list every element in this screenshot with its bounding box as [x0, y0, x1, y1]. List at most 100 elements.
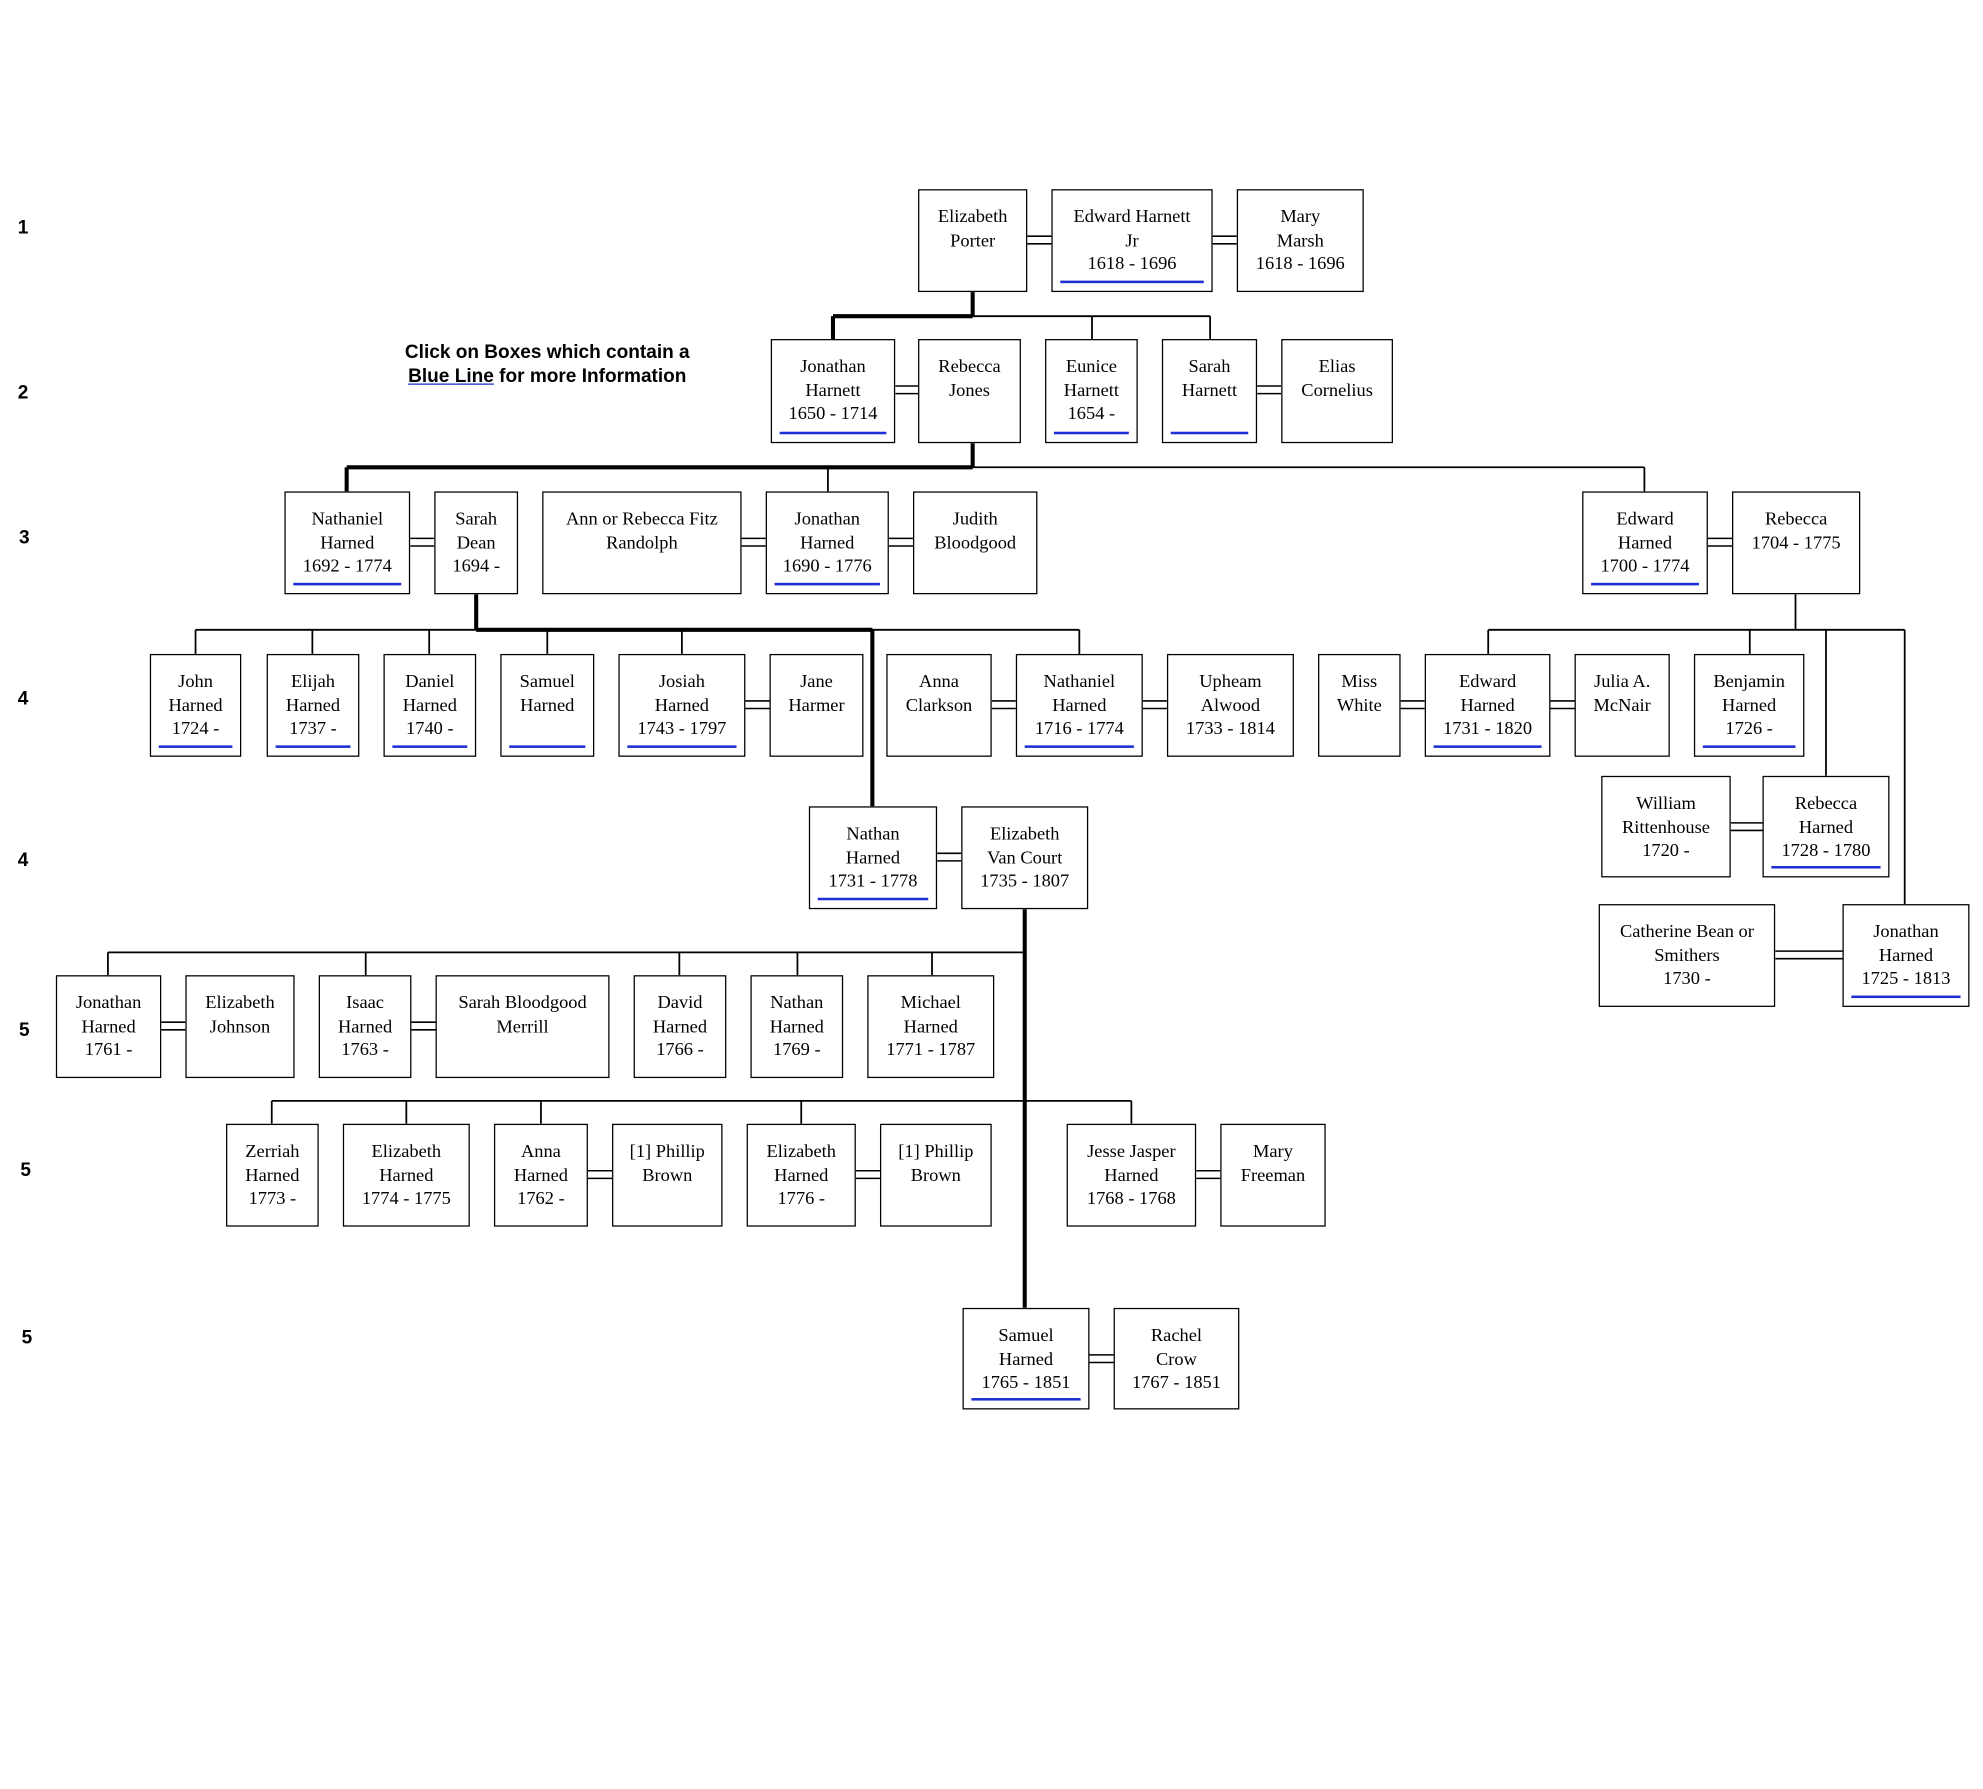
person-text-line: 1716 - 1774	[1034, 718, 1124, 740]
person-text-line: 1618 - 1696	[1087, 253, 1177, 275]
person-text-line: Harned	[1878, 945, 1934, 966]
person-text-line: Rittenhouse	[1621, 817, 1710, 838]
person-text-line: Miss	[1341, 671, 1378, 693]
person-text-line: 1765 - 1851	[981, 1372, 1071, 1393]
person-text-line: 1731 - 1778	[828, 871, 918, 892]
person-text-line: 1774 - 1775	[361, 1188, 451, 1209]
person-text-line: Sarah	[1188, 356, 1231, 378]
person-text-line: Harnett	[1181, 380, 1238, 401]
info-link-underline	[158, 745, 233, 748]
person-text-line: 1733 - 1814	[1185, 718, 1275, 740]
person-text-line: Johnson	[209, 1016, 271, 1037]
person-text-line: 1737 -	[289, 718, 337, 740]
person-text-line: Rebecca	[1764, 509, 1828, 530]
generation-label: 4	[17, 849, 29, 872]
person-text-line: Brown	[642, 1165, 693, 1186]
person-text-line: Nathan	[846, 824, 900, 845]
person-text-line: Cornelius	[1301, 380, 1373, 401]
person-text-line: Catherine Bean or	[1619, 921, 1754, 943]
person-text-line: Nathaniel	[1043, 671, 1116, 693]
person-text-line: David	[657, 992, 703, 1014]
person-text-line: 1726 -	[1725, 718, 1773, 740]
person-text-line: Dean	[456, 532, 496, 553]
person-text-line: 1740 -	[406, 718, 454, 740]
person-text-line: Harned	[1052, 695, 1107, 716]
person-text-line: Samuel	[998, 1325, 1054, 1346]
person-text-line: Nathaniel	[311, 509, 384, 530]
person-text-line: Jane	[800, 671, 833, 693]
info-link-underline	[1591, 582, 1699, 586]
instructions-line2: for more Information	[493, 365, 687, 388]
person-text-line: 1700 - 1774	[1600, 556, 1690, 577]
generation-label: 4	[17, 688, 29, 710]
person-text-line: Elias	[1318, 356, 1356, 378]
person-text-line: Daniel	[405, 671, 455, 693]
person-text-line: Elizabeth	[766, 1141, 837, 1162]
person-text-line: Edward	[1458, 671, 1517, 693]
info-link-underline	[1053, 431, 1129, 435]
person-text-line: Ann or Rebecca Fitz	[565, 509, 718, 530]
person-text-line: Brown	[910, 1165, 961, 1186]
person-text-line: Randolph	[606, 532, 678, 553]
person-text-line: Edward	[1616, 509, 1674, 530]
person-text-line: 1743 - 1797	[637, 718, 727, 740]
person-text-line: Porter	[950, 230, 996, 251]
person-text-line: Harnett	[805, 380, 861, 401]
person-text-line: Freeman	[1240, 1165, 1306, 1186]
generation-label: 1	[17, 217, 29, 239]
person-text-line: Jonathan	[75, 992, 142, 1014]
person-text-line: Harned	[1104, 1165, 1159, 1186]
person-text-line: 1731 - 1820	[1443, 718, 1533, 740]
person-text-line: Harned	[285, 695, 341, 716]
person-text-line: Eunice	[1065, 356, 1117, 378]
person-text-line: Judith	[952, 509, 998, 530]
person-text-line: Rebecca	[938, 356, 1001, 378]
info-link-underline	[971, 1398, 1081, 1401]
person-text-line: Rebecca	[1794, 793, 1858, 814]
person-text-line: Harned	[769, 1016, 824, 1037]
person-text-line: Elizabeth	[937, 206, 1008, 228]
person-text-line: 1694 -	[452, 556, 500, 577]
person-text-line: Jonathan	[1873, 921, 1939, 943]
info-link-underline	[1433, 745, 1542, 748]
person-text-line: Harned	[1460, 695, 1515, 716]
person-text-line: Elizabeth	[989, 824, 1060, 845]
person-text-line: Alwood	[1200, 695, 1261, 716]
person-text-line: Harned	[245, 1165, 300, 1186]
person-text-line: [1] Phillip	[898, 1141, 974, 1162]
person-text-line: Anna	[520, 1141, 561, 1162]
